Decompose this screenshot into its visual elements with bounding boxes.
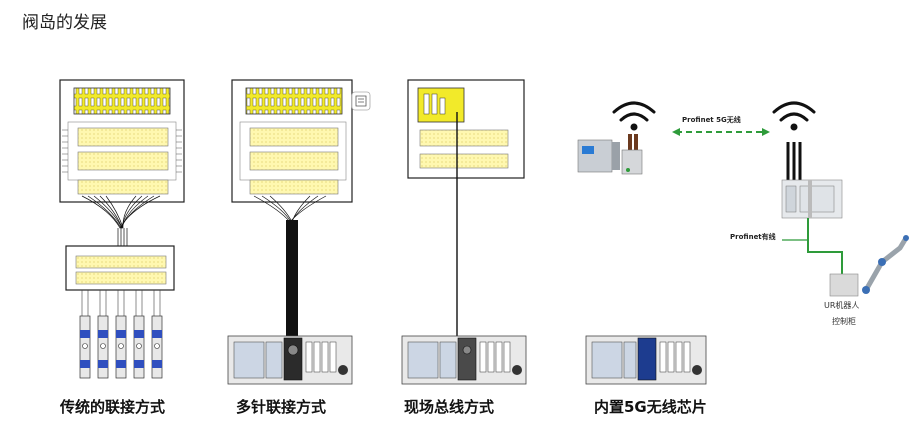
multipin-cable: [286, 220, 298, 340]
plc-controller: [577, 139, 620, 173]
traditional-valve-island: [59, 79, 185, 379]
valve-terminal-wireless: [585, 335, 707, 385]
valve-terminal-fieldbus: [401, 335, 527, 385]
caption-fieldbus: 现场总线方式: [404, 398, 495, 416]
wired-link: [807, 218, 843, 274]
expand-icon: [351, 91, 371, 111]
robot-arm: [863, 235, 909, 293]
caption-wireless: 内置5G无线芯片: [594, 398, 707, 416]
left-wifi-icon: [612, 101, 656, 131]
pcb-row: [77, 127, 169, 147]
terminal-block: [73, 87, 171, 115]
page-title: 阀岛的发展: [22, 13, 107, 33]
valve-terminal-multipin: [227, 335, 353, 385]
ur-robot-label: UR机器人: [824, 301, 860, 310]
fieldbus-valve-island: [407, 79, 525, 340]
5g-router: [621, 134, 643, 175]
caption-multipin: 多针联接方式: [236, 398, 327, 416]
robot-valve-island: [781, 179, 843, 219]
antenna-lines: [786, 142, 802, 180]
profinet-5g-label: Profinet 5G无线: [682, 116, 741, 124]
caption-traditional: 传统的联接方式: [60, 398, 166, 416]
profinet-wired-label: Profinet有线: [730, 233, 776, 241]
single-valves: [79, 315, 163, 379]
pcb-row: [77, 151, 169, 171]
multipin-valve-island: [231, 79, 371, 340]
right-wifi-icon: [772, 101, 816, 131]
robot-control-cabinet: [829, 273, 859, 297]
5g-module: [637, 337, 657, 381]
control-cabinet-label: 控制柜: [832, 317, 856, 326]
